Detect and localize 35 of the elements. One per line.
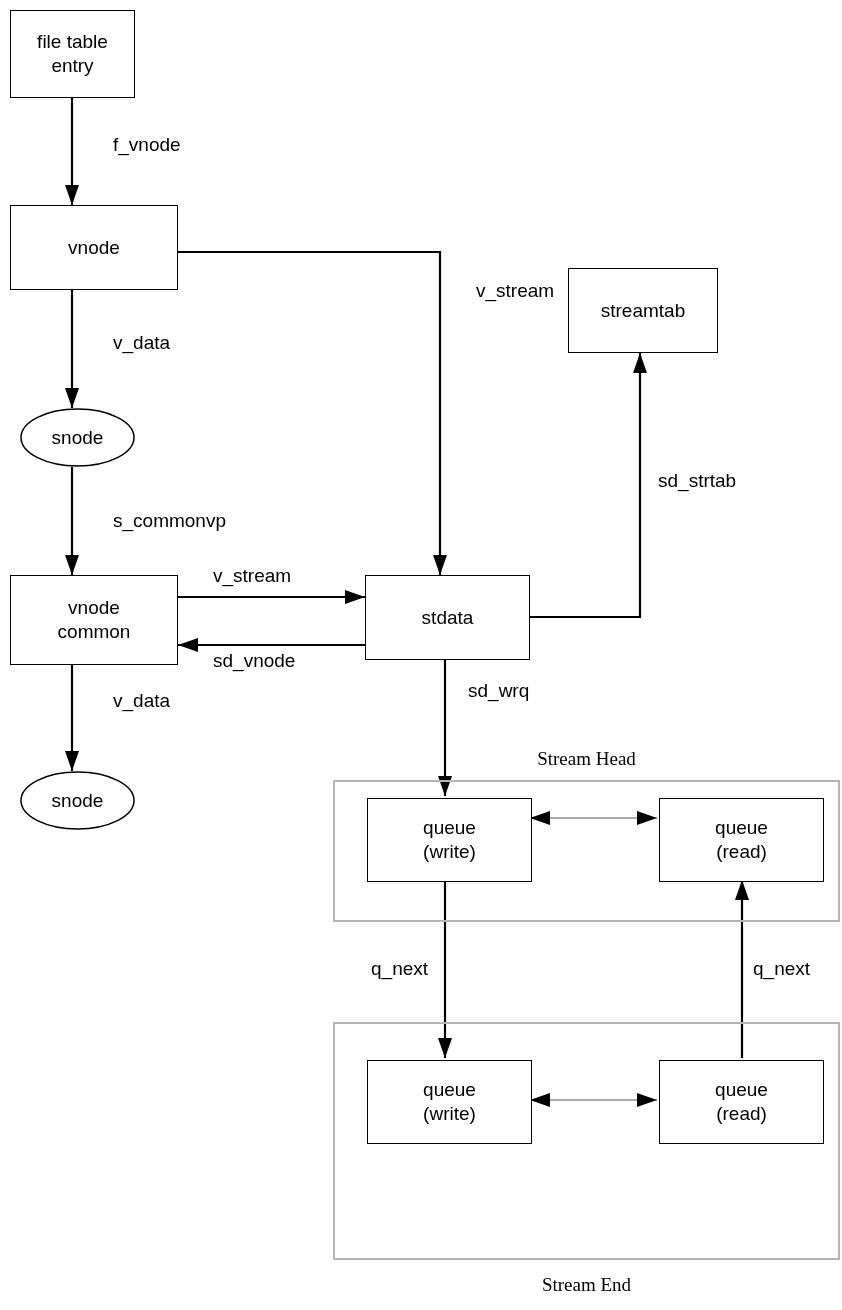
arrow xyxy=(735,880,749,1058)
node-label: vnode xyxy=(68,235,120,260)
group-heading: Stream End xyxy=(540,1274,633,1296)
arrow xyxy=(65,467,79,575)
node-label: snode xyxy=(51,788,104,813)
node-label: queue (write) xyxy=(422,1078,477,1126)
node-label: streamtab xyxy=(600,298,686,323)
arrow xyxy=(65,290,79,408)
process-box xyxy=(568,268,718,353)
node-label: file table entry xyxy=(36,30,109,78)
arrow xyxy=(438,880,452,1058)
process-box xyxy=(659,1060,824,1144)
process-box xyxy=(10,205,178,290)
process-box xyxy=(10,10,135,98)
node-label: snode xyxy=(51,425,104,450)
node-label: queue (read) xyxy=(714,816,769,864)
arrow xyxy=(438,660,452,796)
node-label: queue (write) xyxy=(422,816,477,864)
arrow xyxy=(178,250,447,575)
arrow xyxy=(65,665,79,771)
process-box xyxy=(367,1060,532,1144)
node-label: queue (read) xyxy=(714,1078,769,1126)
arrow xyxy=(178,638,365,652)
process-box xyxy=(367,798,532,882)
ellipse-node xyxy=(20,771,135,830)
process-box xyxy=(10,575,178,665)
arrow xyxy=(178,590,365,604)
arrow xyxy=(65,98,79,205)
process-box xyxy=(365,575,530,660)
process-box xyxy=(659,798,824,882)
node-label: stdata xyxy=(421,605,474,630)
group-heading: Stream Head xyxy=(536,748,637,770)
arrow xyxy=(530,353,647,619)
ellipse-node xyxy=(20,408,135,467)
node-label: vnode common xyxy=(56,596,132,644)
